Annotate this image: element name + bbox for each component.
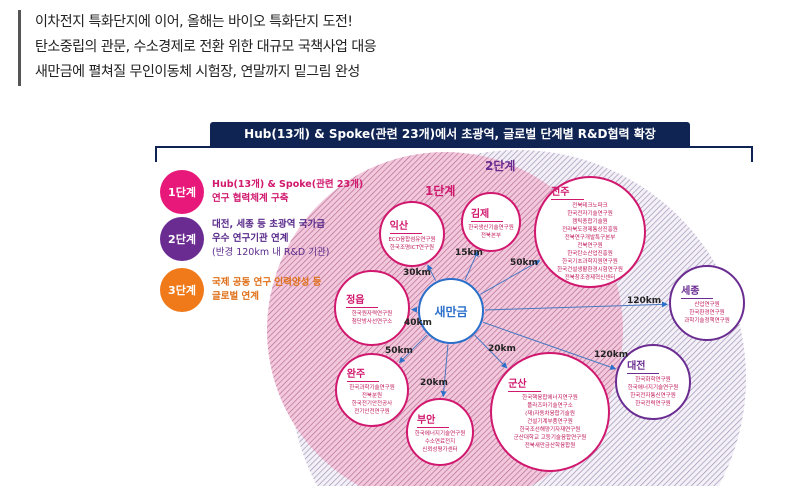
institution: 한국조명ICT연구원 [389,244,435,251]
stage-1-line: Hub(13개) & Spoke(관련 23개) [212,179,364,190]
node-name: 세종 [681,282,714,299]
stage-3-badge: 3단계 [160,268,204,312]
stage-2-line: 대전, 세종 등 초광역 국가급 [212,219,325,230]
institution: (재)자동차융합기술원 [525,410,575,417]
connection-arrow [474,334,508,369]
connection-arrow [482,321,617,370]
distance-label: 15km [455,248,483,258]
institution: 첨단방사선연구소 [351,318,393,325]
node-name: 전주 [551,183,584,200]
institution: 한국탄소산업진흥원 [567,250,613,257]
institution: 군산대학교 고등기술융합연구원 [513,434,587,441]
institution: 한국핵융합에너지연구원 [522,394,578,401]
distance-label: 20km [420,378,448,388]
institution: 한국원자력연구원 [351,310,393,317]
distance-label: 50km [385,346,413,356]
distance-label: 40km [404,318,432,328]
distance-label: 120km [594,350,629,360]
institution: 한국기초과학지원연구원 [562,258,618,265]
distance-label: 30km [403,268,431,278]
institution: 한국전자기술연구원 [567,210,613,217]
institution: 전북창조경제혁신센터 [564,274,616,281]
node-name: 부안 [416,411,450,428]
connection-arrow [427,264,437,281]
headline-list: 이차전지 특화단지에 이어, 올해는 바이오 특화단지 도전! 탄소중립의 관문… [18,10,377,86]
institution: 캠틱종합기술원 [572,218,608,225]
institution: 과학기술정책연구원 [684,317,730,324]
stage-1-badge: 1단계 [160,170,204,214]
headline: 새만금에 펼쳐질 무인이동체 시험장, 연말까지 밑그림 완성 [35,64,360,80]
institution: 한국전력연구원 [635,400,671,407]
institution: 한국과학기술연구원 [349,384,395,391]
distance-label: 50km [510,258,538,268]
stage-3-line: 글로벌 연계 [212,291,260,302]
institution: 전북연구원 [577,242,603,249]
connection-arrow [464,250,479,281]
institution: 한국전기안전공사 [351,400,393,407]
institution: 전북본부 [480,232,502,239]
institution: 전기안전연구원 [354,408,390,415]
connection-arrow [398,334,428,364]
headline: 탄소중립의 관문, 수소경제로 전환 위한 대규모 국책사업 대응 [35,39,377,55]
institution: 한국에너지기술연구원 [627,384,679,391]
institution: ECO융합섬유연구원 [388,236,436,243]
node-name: 익산 [389,217,423,234]
stage-2-badge: 2단계 [160,217,204,261]
institution: 한국에너지기술연구원 [414,430,466,437]
institution: 한국화학연구원 [635,376,671,383]
institution: 산업연구원 [694,301,720,308]
institution: 건설기계부품연구원 [527,418,573,425]
hub-label: 새만금 [434,304,468,319]
diagram-title: Hub(13개) & Spoke(관련 23개)에서 초광역, 글로벌 단계별 … [210,122,690,146]
stage-1: 1단계 Hub(13개) & Spoke(관련 23개) 연구 협력체계 구축 [160,170,363,214]
distance-label: 20km [488,344,516,354]
institution: 전북연구개발특구본부 [564,234,616,241]
institution: 한국생산기술연구원 [468,224,514,231]
institution: 전라북도경제통상진흥원 [562,226,618,233]
node-name: 김제 [470,205,504,222]
stage2-ring-label: 2단계 [485,159,516,173]
connection-arrow [440,344,449,398]
stage1-ring-label: 1단계 [425,184,456,198]
stage-2-line: 우수 연구기관 연계 [212,233,289,244]
institution: 전북분원 [361,392,383,399]
distance-label: 120km [627,296,662,306]
institution: 수소연료전지 [424,438,456,445]
connection-arrow [480,260,541,295]
node-name: 완주 [346,365,380,382]
institution: 전북테크노파크 [572,202,608,209]
institution: 한국건설생활환경시험연구원 [557,266,623,273]
institution: 한국환경연구원 [689,309,725,316]
connection-arrow [484,301,669,311]
institution: 한국조선해양기자재연구원 [519,426,581,433]
title-bracket [155,146,753,162]
institution: 전북새만금산학융합원 [524,442,576,449]
hub-node: 새만금 [418,278,484,344]
institution: 한국전자통신연구원 [630,392,676,399]
institution: 플라즈마기술연구소 [527,402,573,409]
institution: 신뢰성평가센터 [422,446,458,453]
node-name: 군산 [508,375,541,392]
stage-1-line: 연구 협력체계 구축 [212,193,289,204]
stage-3-line: 국제 공동 연구 인력양성 등 [212,277,322,288]
node-name: 정읍 [346,291,379,308]
headline: 이차전지 특화단지에 이어, 올해는 바이오 특화단지 도전! [35,14,353,30]
node-name: 대전 [627,357,660,374]
stage-2-line: (반경 120km 내 R&D 기관) [212,247,330,258]
